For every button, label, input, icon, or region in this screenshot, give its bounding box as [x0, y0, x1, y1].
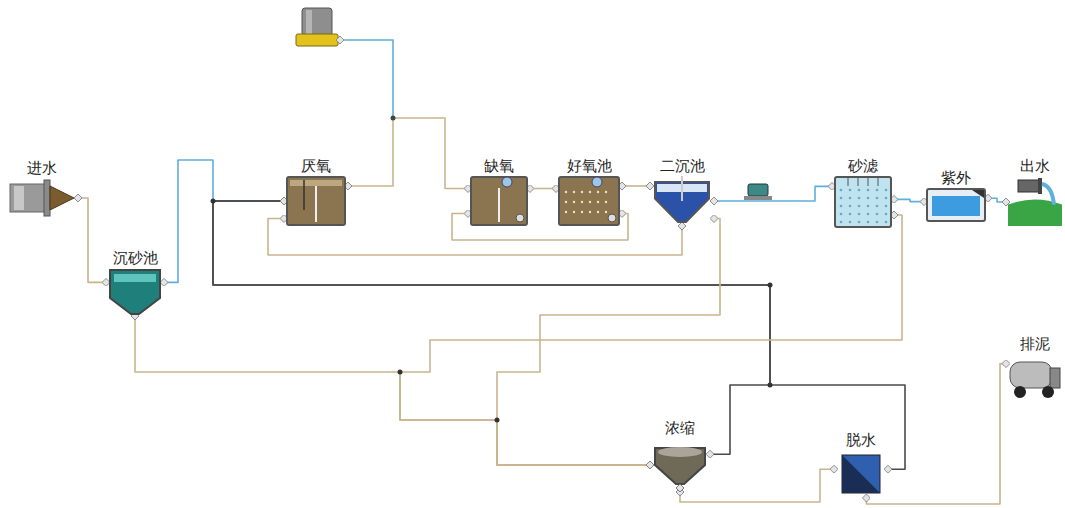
- pipe-line: [988, 198, 1006, 202]
- pipe-line: [497, 219, 720, 466]
- unit-label: 紫外: [924, 168, 988, 188]
- pipe-line: [680, 469, 834, 502]
- unit-label: 出水: [1006, 156, 1064, 176]
- junction-dots: [211, 199, 773, 423]
- unit-label: 进水: [6, 158, 78, 178]
- pipe-line: [530, 188, 556, 190]
- pipe-line: [78, 198, 106, 282]
- unit-label: 砂滤: [832, 156, 894, 176]
- process-unit: 厌氧: [284, 156, 348, 226]
- unit-icon: [286, 176, 346, 226]
- process-unit: 好氧池: [556, 156, 622, 226]
- process-unit: 进水: [6, 158, 78, 218]
- unit-icon: [558, 176, 620, 226]
- unit-icon: [926, 188, 986, 222]
- unit-label: 排泥: [1006, 334, 1064, 354]
- pipe-line: [348, 118, 468, 189]
- process-unit: 紫外: [924, 168, 988, 222]
- process-unit: 浓缩: [650, 418, 710, 492]
- pipe-line: [894, 199, 924, 201]
- unit-icon: [652, 438, 708, 492]
- unit-label: 缺氧: [468, 156, 530, 176]
- process-unit: 砂滤: [832, 156, 894, 228]
- pipe-line: [400, 215, 902, 465]
- unit-icon: [836, 450, 886, 498]
- pipe-line: [622, 185, 650, 187]
- pipe-line: [866, 364, 1006, 504]
- unit-label: 浓缩: [650, 418, 710, 438]
- process-unit: 脱水: [834, 430, 888, 498]
- unit-icon: [834, 176, 892, 228]
- unit-icon: [108, 268, 162, 316]
- unit-icon: [470, 176, 528, 226]
- dosing-tank: [296, 8, 396, 121]
- unit-label: 沉砂池: [106, 248, 164, 268]
- unit-label: 脱水: [834, 430, 888, 450]
- pump-symbol: [744, 184, 772, 200]
- unit-label: 二沉池: [650, 156, 714, 176]
- pipe-line: [164, 160, 284, 282]
- unit-label: 厌氧: [284, 156, 348, 176]
- process-unit: 二沉池: [650, 156, 714, 226]
- unit-icon: [652, 176, 712, 226]
- pipe-line: [135, 316, 650, 465]
- process-unit: 缺氧: [468, 156, 530, 226]
- unit-icon: [1008, 176, 1062, 228]
- unit-icon: [8, 178, 76, 218]
- process-unit: 出水: [1006, 156, 1064, 228]
- pipe-line: [213, 201, 905, 469]
- unit-label: 好氧池: [556, 156, 622, 176]
- process-unit: 沉砂池: [106, 248, 164, 316]
- pipe-line: [714, 186, 832, 201]
- pipe-line: [213, 201, 770, 454]
- process-unit: 排泥: [1006, 334, 1064, 402]
- unit-icon: [1008, 354, 1062, 402]
